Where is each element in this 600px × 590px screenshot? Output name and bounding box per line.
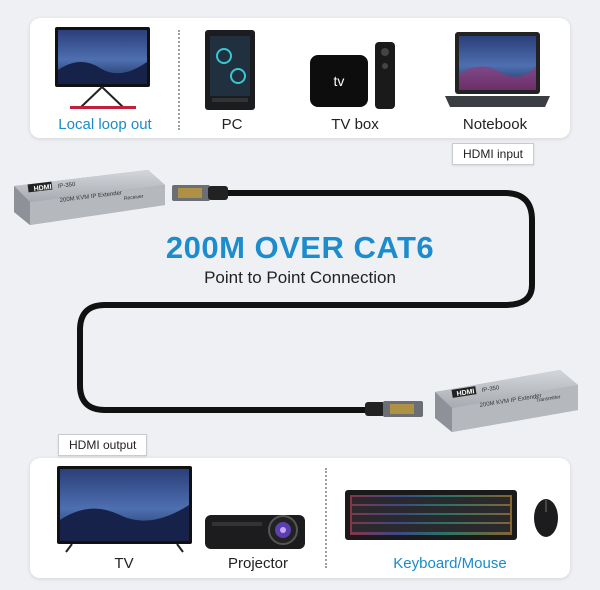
- transmitter-role: Transmitter: [535, 394, 561, 404]
- receiver-role: Receiver: [124, 194, 145, 202]
- hdmi-output-tag: HDMI output: [58, 434, 148, 456]
- tv-label: TV: [114, 555, 134, 572]
- tv-box-icon: [310, 42, 395, 109]
- hdmi-input-tag: HDMI input: [452, 143, 535, 165]
- transmitter-model: IP-350: [481, 385, 500, 394]
- projector-icon: [205, 515, 305, 549]
- receiver-model: IP-350: [58, 182, 77, 190]
- ethernet-cable: [77, 185, 535, 417]
- transmitter-device: [435, 370, 578, 432]
- monitor-icon: [55, 27, 150, 109]
- headline: 200M OVER CAT6: [165, 230, 435, 265]
- tv-box-logo: tv: [334, 73, 345, 89]
- pc-tower-icon: [205, 30, 255, 110]
- projector-label: Projector: [227, 555, 289, 572]
- tv-box-label: TV box: [331, 116, 379, 133]
- divider: [178, 30, 180, 130]
- tv-icon: [57, 466, 192, 553]
- mouse-icon: [534, 499, 558, 537]
- receiver-device: [14, 170, 165, 225]
- keyboard-mouse-label: Keyboard/Mouse: [393, 555, 507, 572]
- keyboard-icon: [345, 490, 517, 540]
- receiver-logo: HDMI: [33, 184, 52, 193]
- transmitter-logo: HDMI: [456, 388, 475, 398]
- local-loop-label: Local loop out: [58, 116, 152, 133]
- pc-label: PC: [221, 116, 243, 133]
- divider: [325, 468, 327, 568]
- notebook-icon: [445, 32, 550, 107]
- subheadline: Point to Point Connection: [204, 268, 396, 287]
- notebook-label: Notebook: [462, 116, 528, 133]
